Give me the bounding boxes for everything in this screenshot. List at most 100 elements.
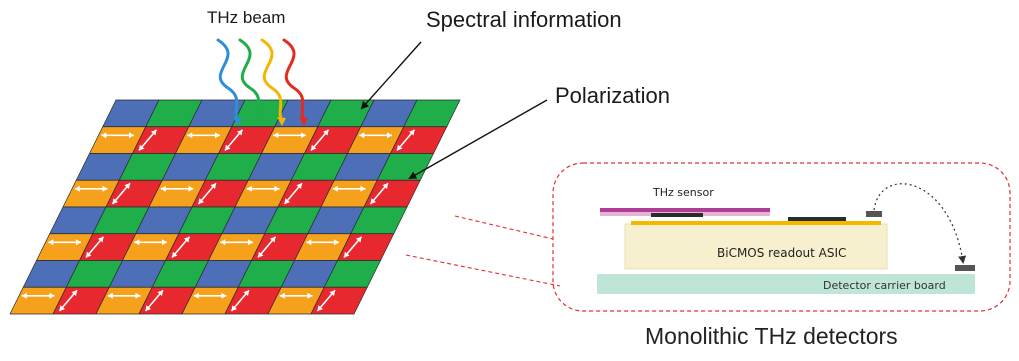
polarization-arrowhead [243,290,249,297]
polarization-arrowhead [85,251,92,258]
readout-asic [624,223,888,270]
polarization-arrowhead [382,183,388,190]
polarization-arrowhead [150,129,157,136]
polarization-arrowhead [355,236,362,243]
polarization-arrowhead [171,251,178,258]
carrier-board-label: Detector carrier board [823,279,946,292]
asic-bond-pad [866,211,882,217]
asic-pad [788,217,846,221]
polarization-arrowhead [112,198,118,204]
thz-beam-arrows [216,38,308,126]
polarization-arrowhead [74,185,80,192]
thz-beam-wave [282,38,306,124]
polarization-arrowhead [329,290,335,297]
polarization-arrowhead [198,198,204,204]
bond-wire [873,183,967,264]
readout-asic-label: BiCMOS readout ASIC [717,246,847,260]
polarization-arrowhead [236,129,243,136]
polarization-arrowhead [224,144,231,151]
spectral-information-label: Spectral information [426,7,622,32]
polarization-arrowhead [188,185,194,192]
polarization-arrowhead [310,144,317,151]
polarization-arrowhead [370,198,376,204]
polarization-arrowhead [306,239,312,246]
polarization-arrowhead [269,236,276,243]
thz-beam-wave [260,38,284,124]
pixel-red [310,286,368,315]
polarization-arrowhead [274,185,280,192]
thz-sensor-label: THz sensor [653,186,714,199]
polarization-arrowhead [359,132,365,139]
polarization-arrowhead [214,132,220,139]
thz-beam-wave [238,38,262,124]
polarization-arrowhead [21,292,27,299]
polarization-arrowhead [48,239,54,246]
polarization-arrowhead [49,292,55,299]
polarization-arrowhead [273,132,279,139]
polarization-arrowhead [296,183,302,190]
thz-beam-wave [216,38,240,124]
board-bond-pad [955,265,975,271]
polarization-arrowhead [161,239,167,246]
polarization-arrowhead [386,132,392,139]
polarization-arrowhead [193,292,199,299]
polarization-arrowhead [231,305,237,311]
polarization-arrowhead [210,183,216,190]
polarization-arrowhead [187,132,193,139]
polarization-arrows [21,129,416,312]
thz-beam-arrowhead [299,117,308,126]
asic-top-layer [631,221,881,225]
polarization-arrowhead [307,292,313,299]
polarization-arrowhead [257,251,264,258]
polarization-arrowhead [221,292,227,299]
polarization-arrowhead [360,185,366,192]
polarization-arrowhead [145,305,151,311]
polarization-arrowhead [247,239,253,246]
callout-leader-bottom [405,254,561,287]
polarization-label: Polarization [555,83,670,108]
polarization-arrowhead [101,132,107,139]
callout-box [552,162,1011,312]
polarization-arrowhead [59,305,65,311]
thz-beam-arrowhead [233,117,242,126]
thz-beam-label: THz beam [207,8,286,27]
polarization-arrowhead [396,144,403,151]
pixel-array [9,99,461,315]
polarization-arrowhead [75,239,81,246]
polarization-arrowhead [97,236,104,243]
polarization-arrowhead [322,129,329,136]
polarization-arrowhead [332,185,338,192]
monolithic-detectors-caption: Monolithic THz detectors [645,323,898,349]
polarization-arrowhead [107,292,113,299]
polarization-arrowhead [160,185,166,192]
polarization-arrowhead [220,239,226,246]
spectral-pointer-arrow [360,41,422,110]
polarization-arrowhead [246,185,252,192]
polarization-arrowhead [124,183,130,190]
polarization-arrowhead [183,236,190,243]
polarization-pointer-arrow [408,99,548,179]
polarization-arrowhead [408,129,415,136]
thz-beam-arrowhead [255,117,264,126]
thz-sensor-layer [600,208,770,212]
polarization-arrowhead [157,290,163,297]
polarization-arrowhead [343,251,350,258]
polarization-arrowhead [134,239,140,246]
polarization-arrowhead [128,132,134,139]
sensor-pad [651,213,703,217]
polarization-arrowhead [300,132,306,139]
polarization-arrowhead [102,185,108,192]
polarization-arrowhead [284,198,290,204]
detector-callout [405,162,1011,312]
polarization-arrowhead [333,239,339,246]
polarization-arrowhead [279,292,285,299]
polarization-arrowhead [138,144,145,151]
carrier-board [597,274,975,294]
polarization-arrowhead [317,305,323,311]
callout-leader-top [454,215,554,240]
thz-beam-arrowhead [277,117,286,126]
polarization-arrowhead [71,290,77,297]
detector-stack [597,183,975,294]
